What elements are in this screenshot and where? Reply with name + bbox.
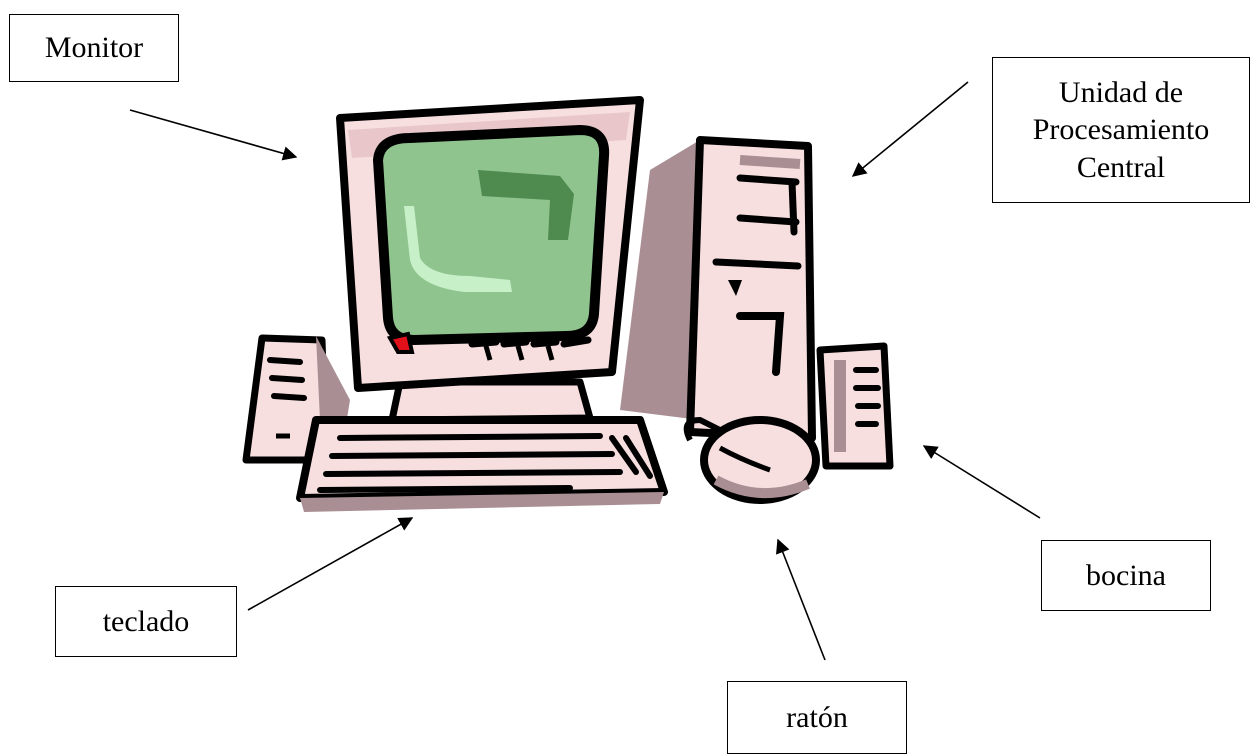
- right-speaker-illustration: [816, 342, 894, 470]
- keyboard-illustration: [296, 416, 668, 512]
- cpu-label-line1: Unidad de: [1058, 75, 1184, 109]
- cpu-label-line2: Procesamiento: [1032, 113, 1210, 147]
- keyboard-label-text: teclado: [102, 604, 190, 638]
- arrow-teclado: [247, 517, 414, 611]
- mouse-illustration: [683, 416, 820, 504]
- speaker-label-text: bocina: [1086, 558, 1166, 592]
- mouse-label: ratón: [727, 681, 907, 754]
- arrow-cpu: [851, 81, 969, 177]
- arrow-raton: [776, 538, 826, 661]
- cpu-label: Unidad de Procesamiento Central: [992, 57, 1250, 203]
- mouse-label-text: ratón: [786, 700, 848, 734]
- cpu-tower-illustration: [620, 136, 816, 442]
- cpu-label-line3: Central: [1076, 150, 1166, 184]
- arrow-monitor: [129, 109, 298, 161]
- speaker-label: bocina: [1041, 540, 1211, 611]
- monitor-label-text: Monitor: [44, 31, 144, 65]
- monitor-illustration: [336, 96, 644, 392]
- keyboard-label: teclado: [55, 586, 237, 657]
- monitor-label: Monitor: [9, 14, 179, 82]
- diagram-arrows: [129, 81, 1041, 661]
- arrow-bocina: [922, 445, 1041, 519]
